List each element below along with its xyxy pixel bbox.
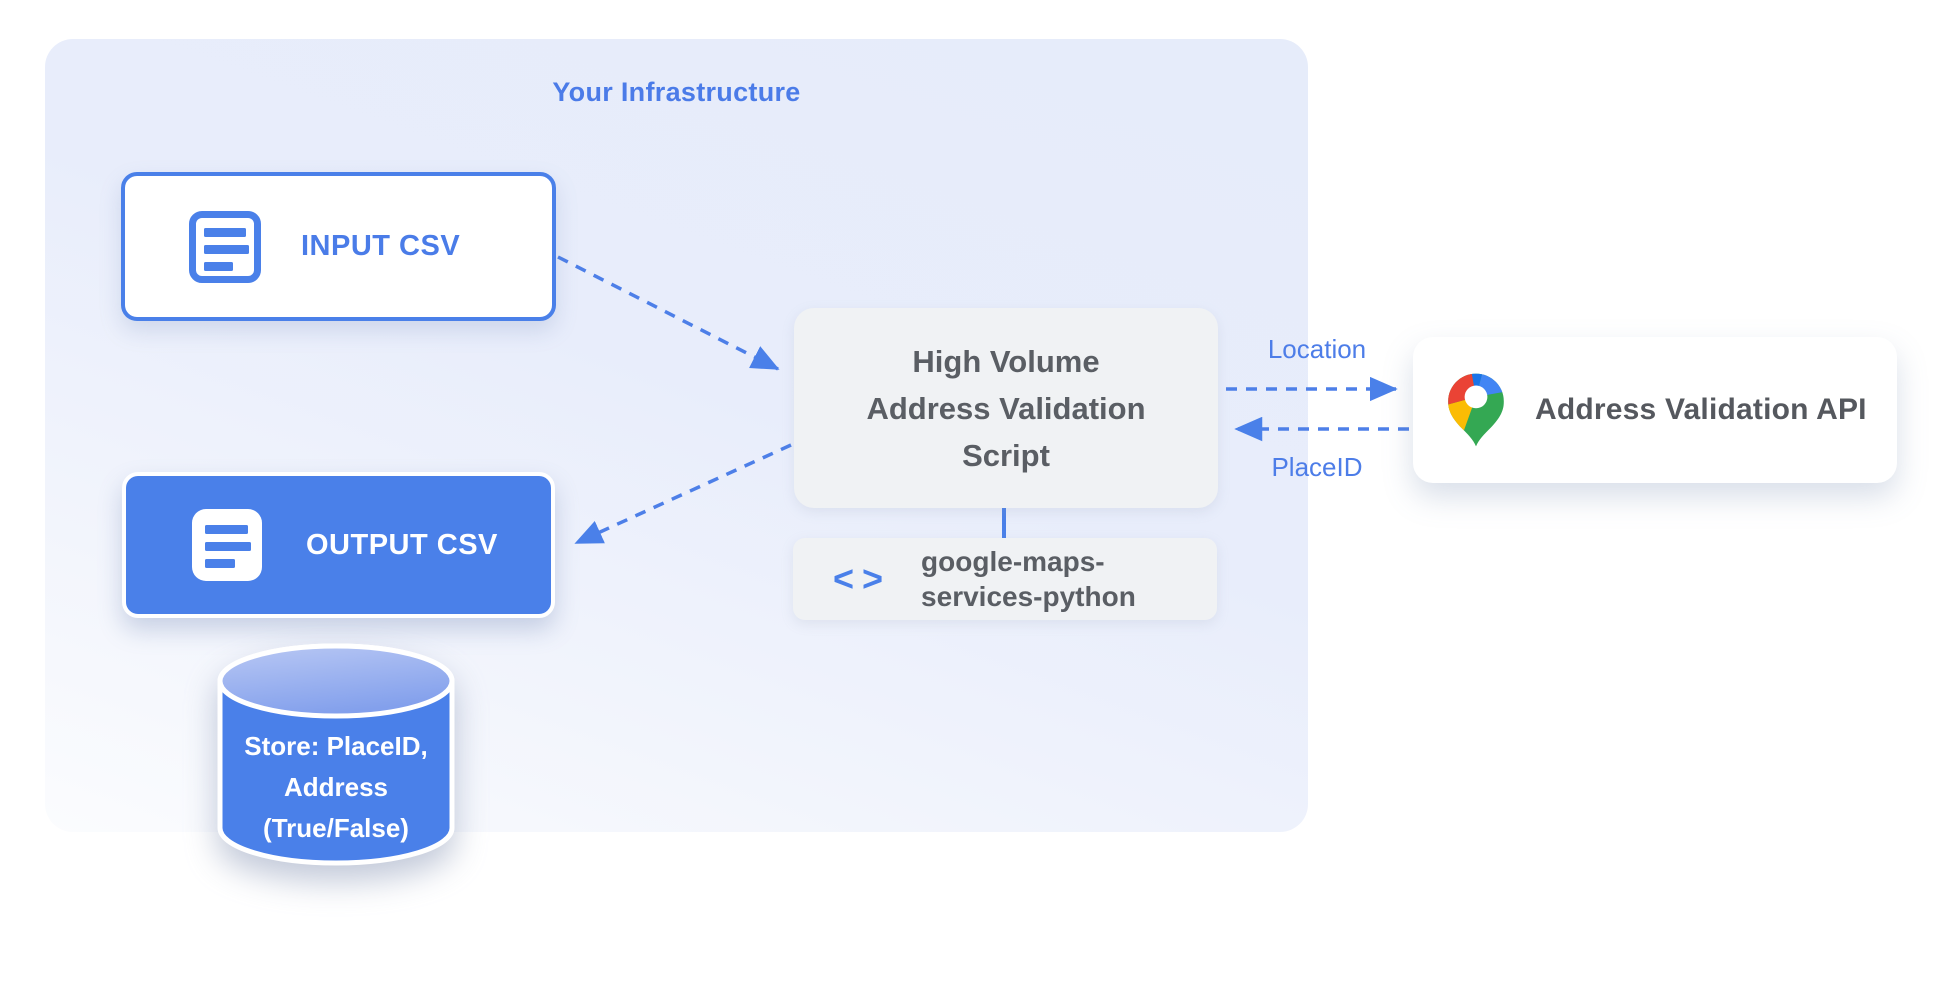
script-library-connector [1002,506,1006,540]
google-maps-pin-icon [1448,373,1504,447]
script-node: High Volume Address Validation Script [794,308,1218,508]
output-csv-node: OUTPUT CSV [122,472,555,618]
code-icon: <> [833,558,892,599]
document-icon [192,509,262,581]
output-csv-label: OUTPUT CSV [306,528,498,561]
datastore-cylinder [211,633,461,878]
placeid-edge-label: PlaceID [1271,452,1363,482]
cylinder-shape [217,643,455,866]
library-node: <> google-maps- services-python [793,538,1217,620]
input-csv-node: INPUT CSV [121,172,556,321]
document-icon [189,210,261,283]
input-csv-label: INPUT CSV [301,230,461,262]
api-label: Address Validation API [1535,393,1867,426]
infrastructure-title: Your Infrastructure [552,77,801,107]
location-edge-label: Location [1267,334,1367,364]
library-label: google-maps- services-python [921,546,1136,612]
datastore-label: Store: PlaceID, Address (True/False) [244,731,428,843]
api-node: Address Validation API [1413,337,1897,483]
